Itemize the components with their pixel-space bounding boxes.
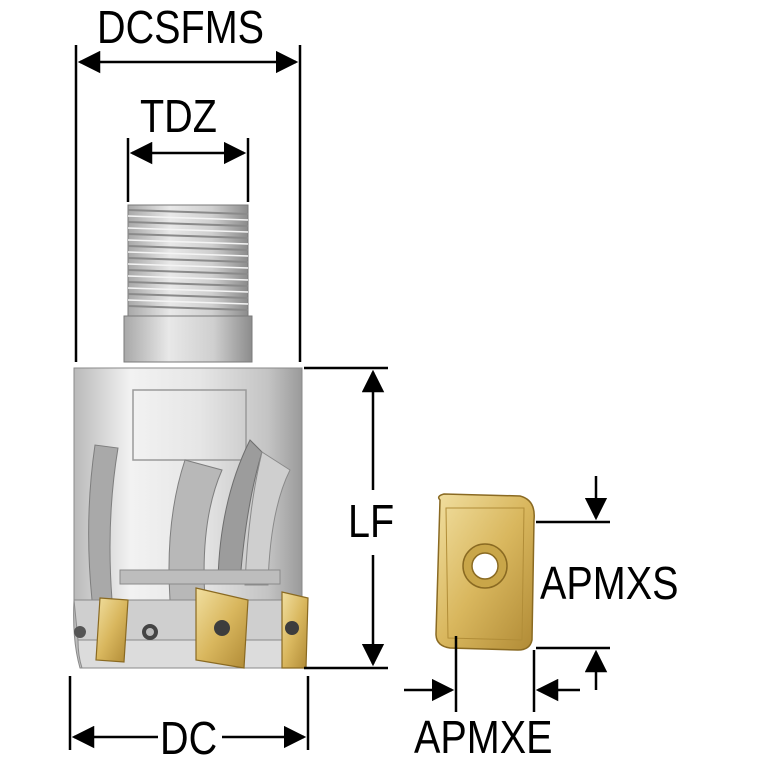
dc-label: DC bbox=[160, 712, 218, 764]
dcsfms-label: DCSFMS bbox=[97, 1, 265, 53]
apmxe-label: APMXE bbox=[414, 711, 553, 763]
dimension-lines bbox=[68, 45, 610, 750]
threaded-shank bbox=[123, 204, 253, 363]
tdz-label: TDZ bbox=[140, 90, 217, 142]
lf-label: LF bbox=[348, 495, 395, 547]
insert-detail bbox=[435, 493, 535, 651]
thread-ridges bbox=[127, 209, 249, 311]
apmxs-label: APMXS bbox=[540, 557, 679, 609]
